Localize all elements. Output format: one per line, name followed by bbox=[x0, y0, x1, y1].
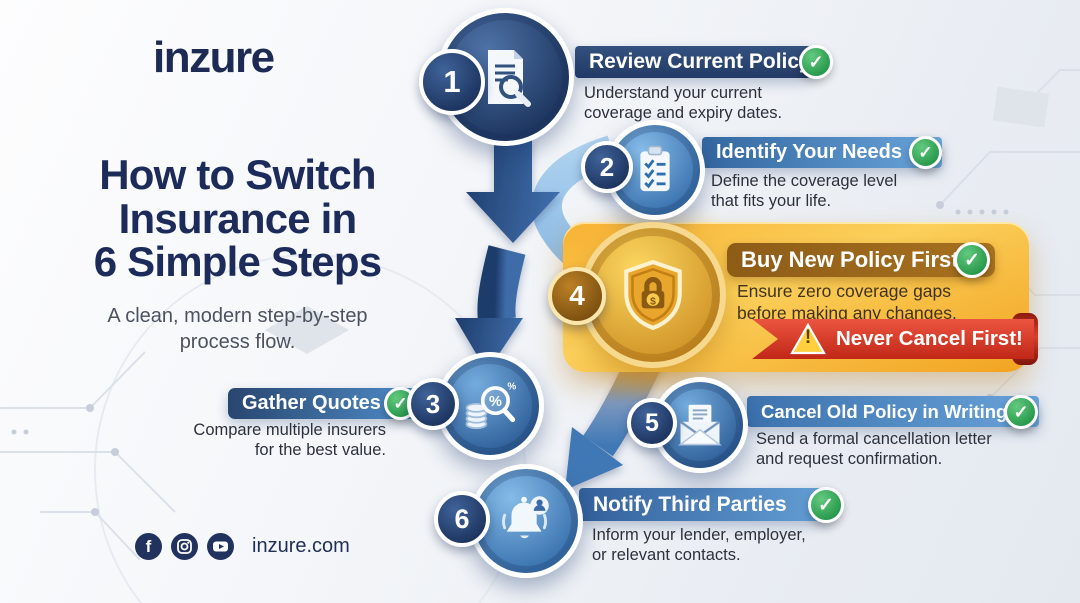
arrow-step1-down bbox=[466, 138, 560, 243]
step5-description: Send a formal cancellation letter and re… bbox=[756, 429, 1036, 470]
step2-desc-line1: Define the coverage level bbox=[711, 172, 898, 190]
page-subtitle: A clean, modern step-by-step process flo… bbox=[25, 303, 450, 355]
step3-title: Gather Quotes bbox=[242, 392, 381, 414]
percent-glyph: % bbox=[489, 394, 502, 410]
step6-check-icon: ✓ bbox=[808, 487, 844, 523]
instagram-icon bbox=[171, 533, 198, 560]
step4-description: Ensure zero coverage gaps before making … bbox=[737, 281, 997, 324]
step4-title-banner: Buy New Policy First bbox=[727, 243, 995, 277]
envelope-letter-icon bbox=[678, 404, 722, 446]
page-title: How to Switch Insurance in 6 Simple Step… bbox=[25, 153, 450, 284]
document-magnifier-icon bbox=[488, 50, 531, 107]
step2-desc-line2: that fits your life. bbox=[711, 192, 832, 211]
step1-title-banner: Review Current Policy bbox=[575, 46, 811, 78]
step6-description: Inform your lender, employer, or relevan… bbox=[592, 525, 852, 566]
step2-check-icon: ✓ bbox=[909, 136, 942, 169]
footer: f inzure.com bbox=[135, 533, 350, 560]
step6-title-banner: Notify Third Parties bbox=[579, 488, 831, 521]
coins-magnifier-percent-icon: % % bbox=[465, 382, 516, 430]
shield-lock-dollar-icon: $ bbox=[624, 259, 682, 331]
step3-desc-line2: for the best value. bbox=[254, 441, 386, 460]
step1-number-badge: 1 bbox=[419, 49, 485, 115]
step2-description: Define the coverage level that fits your… bbox=[711, 171, 951, 212]
title-line2: Insurance in bbox=[118, 194, 358, 242]
subtitle-line2: process flow. bbox=[179, 331, 296, 353]
step4-check-icon: ✓ bbox=[954, 242, 990, 278]
never-cancel-ribbon: ! Never Cancel First! bbox=[752, 319, 1034, 359]
title-line1: How to Switch bbox=[99, 151, 376, 198]
step3-description: Compare multiple insurers for the best v… bbox=[178, 420, 386, 461]
bell-person-icon bbox=[502, 496, 549, 539]
step4-desc-line2: before making any changes. bbox=[737, 302, 957, 323]
step6-desc-line1: Inform your lender, employer, bbox=[592, 526, 806, 544]
step4-title: Buy New Policy First bbox=[741, 247, 959, 272]
warning-triangle-icon: ! bbox=[790, 323, 826, 355]
step1-desc-line1: Understand your current bbox=[584, 84, 762, 102]
brand-logo: inzure bbox=[153, 33, 275, 82]
arrow-step2-down bbox=[455, 245, 526, 372]
clipboard-checklist-icon bbox=[640, 145, 670, 192]
step4-desc-line1: Ensure zero coverage gaps bbox=[737, 281, 952, 301]
step2-number-badge: 2 bbox=[581, 141, 633, 193]
step5-number-badge: 5 bbox=[627, 398, 677, 448]
step4-circle: $ bbox=[580, 222, 726, 368]
step2-title-banner: Identify Your Needs bbox=[702, 137, 942, 168]
step6-number-badge: 6 bbox=[434, 491, 490, 547]
step3-number-badge: 3 bbox=[407, 378, 459, 430]
warning-exclamation: ! bbox=[804, 327, 812, 348]
subtitle-line1: A clean, modern step-by-step bbox=[107, 305, 368, 327]
step3-desc-line1: Compare multiple insurers bbox=[193, 421, 386, 439]
step1-title: Review Current Policy bbox=[589, 50, 811, 73]
step5-title: Cancel Old Policy in Writing bbox=[761, 400, 1008, 422]
step4-number-badge: 4 bbox=[548, 267, 606, 325]
website-url: inzure.com bbox=[252, 535, 350, 557]
step5-desc-line2: and request confirmation. bbox=[756, 450, 943, 469]
dollar-glyph: $ bbox=[650, 296, 656, 307]
step6-title: Notify Third Parties bbox=[593, 492, 787, 516]
step1-description: Understand your current coverage and exp… bbox=[584, 83, 834, 124]
step4-warning-text: Never Cancel First! bbox=[836, 327, 1023, 350]
step5-check-icon: ✓ bbox=[1004, 395, 1038, 429]
title-line3: 6 Simple Steps bbox=[93, 238, 382, 286]
step5-desc-line1: Send a formal cancellation letter bbox=[756, 430, 992, 448]
percent-small-glyph: % bbox=[507, 382, 516, 393]
step5-title-banner: Cancel Old Policy in Writing bbox=[747, 396, 1039, 427]
step1-desc-line2: coverage and expiry dates. bbox=[584, 104, 783, 123]
youtube-icon bbox=[207, 533, 234, 560]
step6-desc-line2: or relevant contacts. bbox=[592, 546, 741, 565]
step1-check-icon: ✓ bbox=[799, 45, 833, 79]
facebook-icon: f bbox=[135, 533, 162, 560]
step2-title: Identify Your Needs bbox=[716, 141, 902, 163]
